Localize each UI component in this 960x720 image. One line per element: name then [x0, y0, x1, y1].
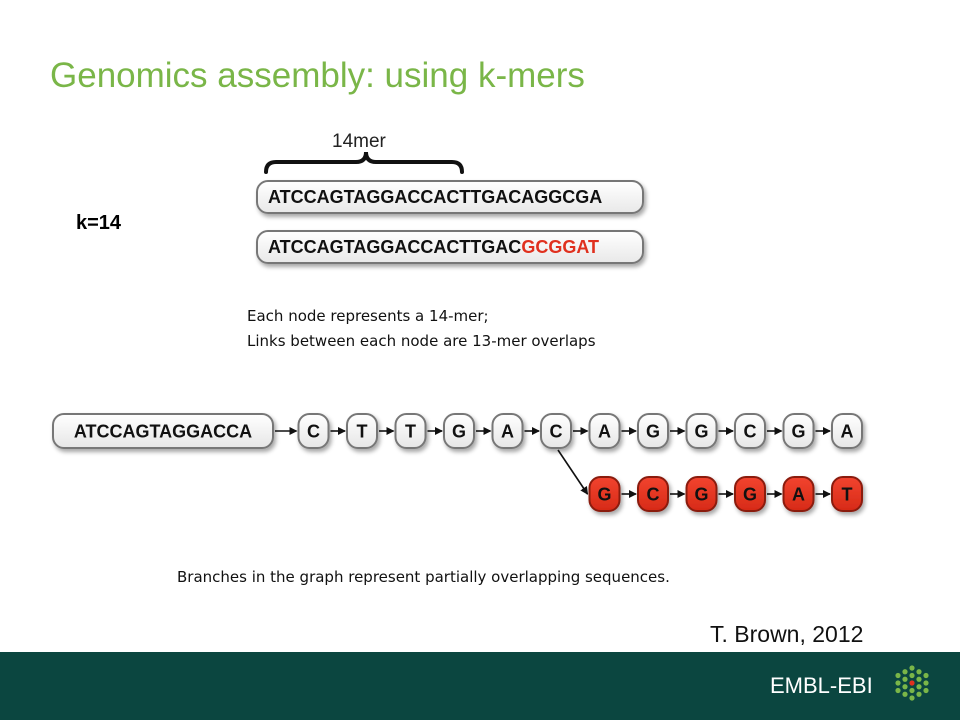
- embl-ebi-logo-icon: [895, 665, 929, 701]
- graph-caption: Branches in the graph represent partiall…: [177, 568, 670, 586]
- main-chain-node-10-label: G: [791, 422, 805, 442]
- logo-dot: [909, 687, 915, 694]
- slide-title: Genomics assembly: using k-mers: [50, 56, 585, 95]
- logo-dot: [902, 676, 908, 682]
- logo-dot: [916, 676, 922, 682]
- logo-dot: [895, 672, 901, 679]
- description-line-2: Links between each node are 13-mer overl…: [247, 332, 596, 350]
- main-chain-node-10: G: [782, 413, 815, 449]
- description-line-1: Each node represents a 14-mer;: [247, 307, 489, 325]
- main-chain-node-11: A: [831, 413, 863, 449]
- main-chain-node-2-label: T: [405, 422, 416, 442]
- branch-chain-node-3: G: [734, 476, 766, 512]
- branch-chain-node-0: G: [588, 476, 621, 512]
- main-chain-node-7-label: G: [646, 422, 660, 442]
- logo-dot: [895, 687, 901, 694]
- branch-chain-node-3-label: G: [743, 485, 757, 505]
- logo-dot: [909, 680, 915, 686]
- branch-chain-node-0-label: G: [597, 485, 611, 505]
- logo-dot: [916, 684, 922, 690]
- sequence-read-1-text: ATCCAGTAGGACCACTTGACAGGCGA: [268, 187, 603, 207]
- logo-dot: [895, 680, 901, 686]
- main-chain-node-4: A: [491, 413, 524, 449]
- citation: T. Brown, 2012: [710, 621, 864, 647]
- main-chain-node-11-label: A: [841, 422, 854, 442]
- branch-chain-node-1: C: [637, 476, 669, 512]
- start-kmer-node-label: ATCCAGTAGGACCA: [74, 422, 252, 442]
- main-chain-node-8-label: G: [694, 422, 708, 442]
- main-chain-node-0: C: [297, 413, 330, 449]
- bracket-label: 14mer: [332, 131, 386, 152]
- logo-dot: [909, 665, 915, 671]
- main-chain-node-0-label: C: [307, 422, 320, 442]
- sequence-read-1: ATCCAGTAGGACCACTTGACAGGCGA: [256, 180, 644, 214]
- sequence-read-2-shared: ATCCAGTAGGACCACTTGAC: [268, 237, 522, 257]
- logo-dot: [923, 672, 929, 679]
- main-chain-node-1-label: T: [357, 422, 368, 442]
- main-chain-node-6-label: A: [598, 422, 611, 442]
- logo-dot: [909, 695, 915, 701]
- logo-dot: [909, 672, 915, 679]
- main-chain-node-4-label: A: [501, 422, 514, 442]
- main-chain-node-5: C: [540, 413, 572, 449]
- main-chain-node-2: T: [394, 413, 427, 449]
- logo-dot: [902, 691, 908, 697]
- main-chain-node-6: A: [588, 413, 621, 449]
- logo-dot: [916, 691, 922, 697]
- sequence-read-2-variant: GCGGAT: [521, 237, 599, 257]
- branch-chain-node-2-label: G: [694, 485, 708, 505]
- start-kmer-node: ATCCAGTAGGACCA: [52, 413, 274, 449]
- logo-dot: [902, 669, 908, 675]
- branch-chain-node-5-label: T: [842, 485, 853, 505]
- branch-chain-node-4-label: A: [792, 485, 805, 505]
- main-chain-node-3-label: G: [452, 422, 466, 442]
- branch-chain-node-5: T: [831, 476, 863, 512]
- main-chain-node-9-label: C: [744, 422, 757, 442]
- logo-dot: [923, 680, 929, 686]
- sequence-read-2: ATCCAGTAGGACCACTTGACGCGGAT: [256, 230, 644, 264]
- main-chain-node-8: G: [685, 413, 718, 449]
- de-bruijn-graph: ATCCAGTAGGACCA C T T G A C A G G C G A G C G G A T: [52, 413, 863, 512]
- embl-ebi-logo-text: EMBL-EBI: [770, 673, 873, 698]
- graph-description: Each node represents a 14-mer; Links bet…: [247, 304, 596, 354]
- logo-dot: [923, 687, 929, 694]
- branch-chain-node-2: G: [685, 476, 718, 512]
- main-chain-node-7: G: [637, 413, 669, 449]
- kmer-bracket: [264, 152, 464, 174]
- main-chain-node-1: T: [346, 413, 378, 449]
- edge-branch-entry: [557, 449, 589, 495]
- logo-dot: [916, 669, 922, 675]
- main-chain-node-5-label: C: [550, 422, 563, 442]
- footer-bar: [0, 652, 960, 720]
- logo-dot: [902, 684, 908, 690]
- branch-chain-node-1-label: C: [647, 485, 660, 505]
- main-chain-node-9: C: [734, 413, 766, 449]
- k-value-label: k=14: [76, 212, 122, 234]
- main-chain-node-3: G: [443, 413, 475, 449]
- branch-chain-node-4: A: [782, 476, 815, 512]
